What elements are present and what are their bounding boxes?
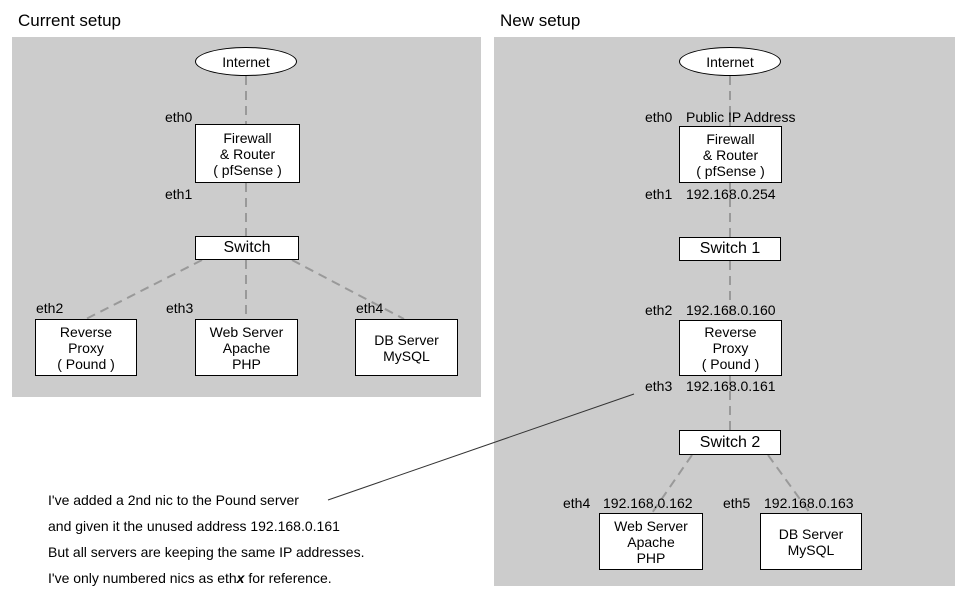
eth0-label: eth0 [165, 109, 193, 125]
db-server-box: DB Server MySQL [355, 319, 458, 376]
link-switch2-webserver [651, 454, 693, 514]
eth1-address: 192.168.0.254 [686, 186, 776, 202]
link-switch-dbserver [291, 259, 405, 320]
web-line-2: Apache [222, 339, 271, 356]
current-setup-title: Current setup [18, 11, 121, 30]
note-line-4-prefix: I've only numbered nics as eth [48, 570, 237, 586]
firewall-line-1: Firewall [223, 129, 272, 146]
note-line-1: I've added a 2nd nic to the Pound server [48, 492, 299, 508]
db-server-box-new: DB Server MySQL [760, 513, 862, 570]
eth4-label: eth4 [356, 300, 384, 316]
proxy-line-1: Reverse [59, 323, 113, 340]
eth1-label: eth1 [165, 186, 193, 202]
proxy-new-line-3: ( Pound ) [701, 356, 760, 372]
firewall-line-3: ( pfSense ) [213, 161, 282, 178]
eth2-address: 192.168.0.160 [686, 302, 776, 318]
db-line-1: DB Server [374, 331, 439, 348]
switch1-box: Switch 1 [679, 237, 781, 261]
firewall-new-line-2: & Router [702, 146, 759, 163]
eth3-label-new: eth3 [645, 378, 673, 394]
eth0-address: Public IP Address [686, 109, 796, 125]
switch-box: Switch [195, 236, 299, 260]
reverse-proxy-box: Reverse Proxy ( Pound ) [35, 319, 137, 376]
eth0-label-new: eth0 [645, 109, 673, 125]
note-line-3: But all servers are keeping the same IP … [48, 544, 365, 560]
proxy-line-2: Proxy [68, 339, 104, 356]
web-new-line-2: Apache [627, 533, 675, 550]
eth5-address: 192.168.0.163 [764, 495, 854, 511]
firewall-router-box-new: Firewall & Router ( pfSense ) [679, 126, 782, 183]
firewall-new-line-1: Firewall [706, 130, 755, 147]
reverse-proxy-box-new: Reverse Proxy ( Pound ) [679, 320, 782, 376]
db-line-2: MySQL [383, 347, 430, 364]
eth1-label-new: eth1 [645, 186, 673, 202]
internet-cloud-new: Internet [679, 47, 781, 76]
proxy-new-line-2: Proxy [712, 340, 749, 356]
eth2-label-new: eth2 [645, 302, 673, 318]
db-new-line-2: MySQL [787, 541, 835, 558]
proxy-line-3: ( Pound ) [57, 355, 115, 372]
eth4-address: 192.168.0.162 [603, 495, 693, 511]
eth3-address: 192.168.0.161 [686, 378, 776, 394]
new-setup-title: New setup [500, 11, 581, 30]
web-new-line-3: PHP [636, 549, 666, 566]
link-switch2-dbserver [767, 454, 811, 514]
note-line-2: and given it the unused address 192.168.… [48, 518, 340, 534]
eth4-label-new: eth4 [563, 495, 591, 511]
web-line-3: PHP [232, 355, 261, 372]
eth2-label: eth2 [36, 300, 64, 316]
firewall-new-line-3: ( pfSense ) [696, 162, 765, 179]
web-line-1: Web Server [209, 323, 284, 340]
web-server-box-new: Web Server Apache PHP [599, 513, 703, 570]
web-server-box: Web Server Apache PHP [195, 319, 298, 376]
eth5-label-new: eth5 [723, 495, 751, 511]
note-line-4: I've only numbered nics as ethx for refe… [48, 570, 332, 586]
db-new-line-1: DB Server [778, 525, 844, 542]
web-new-line-1: Web Server [614, 517, 688, 534]
proxy-new-line-1: Reverse [704, 324, 757, 340]
firewall-router-box: Firewall & Router ( pfSense ) [195, 124, 300, 183]
firewall-line-2: & Router [219, 145, 276, 162]
switch2-box: Switch 2 [679, 430, 781, 455]
note-line-4-var: x [236, 570, 245, 586]
link-switch-proxy [85, 259, 203, 320]
note-line-4-suffix: for reference. [244, 570, 332, 586]
internet-cloud: Internet [195, 47, 297, 76]
note-pointer-line [327, 393, 635, 501]
eth3-label: eth3 [166, 300, 194, 316]
